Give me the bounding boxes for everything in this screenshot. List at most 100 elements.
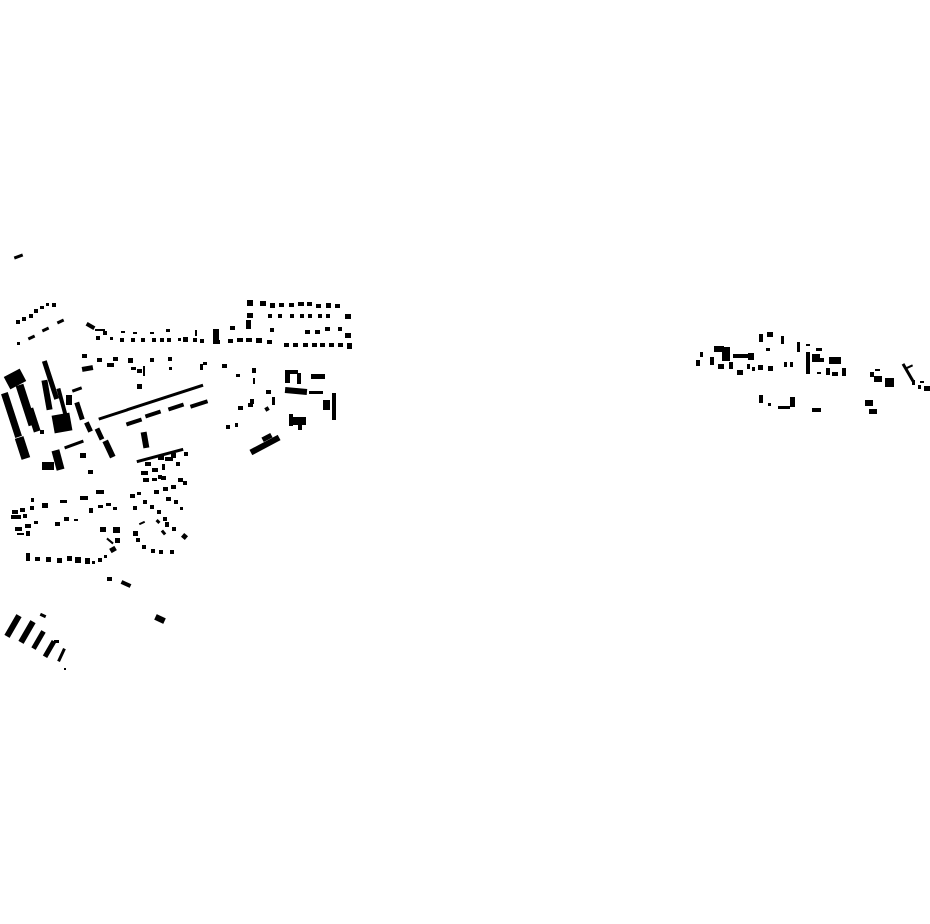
building-footprint <box>345 333 351 338</box>
building-footprint <box>161 476 166 480</box>
building-footprint <box>266 390 271 394</box>
building-footprint <box>142 545 146 549</box>
building-footprint <box>46 303 49 306</box>
building-footprint <box>14 436 31 460</box>
building-footprint <box>183 337 188 342</box>
building-footprint <box>27 334 36 341</box>
building-footprint <box>714 346 724 352</box>
building-footprint <box>98 505 103 508</box>
building-footprint <box>96 490 104 494</box>
building-footprint <box>159 550 163 554</box>
building-footprint <box>17 342 20 345</box>
building-footprint <box>163 487 168 491</box>
building-footprint <box>133 332 137 334</box>
building-footprint <box>66 395 72 405</box>
building-footprint <box>137 492 141 495</box>
building-footprint <box>82 354 87 358</box>
building-footprint <box>85 322 96 330</box>
building-footprint <box>752 367 755 371</box>
building-footprint <box>13 253 24 260</box>
building-footprint <box>94 427 105 441</box>
building-footprint <box>67 556 72 561</box>
building-footprint <box>17 533 24 535</box>
building-footprint <box>797 342 800 352</box>
building-footprint <box>264 406 270 412</box>
building-footprint <box>345 314 351 319</box>
building-footprint <box>816 348 822 351</box>
building-footprint <box>326 314 330 318</box>
building-footprint <box>729 362 733 369</box>
building-footprint <box>918 385 921 389</box>
building-footprint <box>172 527 176 531</box>
building-footprint <box>305 330 310 334</box>
building-footprint <box>171 485 176 489</box>
building-footprint <box>55 522 60 526</box>
building-footprint <box>874 376 882 382</box>
building-footprint <box>107 577 112 581</box>
building-footprint <box>26 553 30 561</box>
building-footprint <box>51 449 65 471</box>
building-footprint <box>252 368 256 373</box>
building-footprint <box>143 500 147 504</box>
building-footprint <box>297 373 301 384</box>
building-footprint <box>56 387 68 417</box>
building-footprint <box>64 668 66 670</box>
building-footprint <box>166 329 170 332</box>
building-footprint <box>152 478 157 481</box>
building-footprint <box>3 368 27 390</box>
building-footprint <box>41 326 50 333</box>
building-footprint <box>806 344 810 346</box>
building-footprint <box>85 558 90 564</box>
building-footprint <box>29 314 33 318</box>
building-footprint <box>141 338 145 342</box>
building-footprint <box>152 468 158 472</box>
building-footprint <box>213 329 219 344</box>
building-footprint <box>870 372 874 377</box>
building-footprint <box>162 464 165 470</box>
building-footprint <box>137 384 142 389</box>
building-footprint <box>311 374 325 379</box>
building-footprint <box>113 507 117 510</box>
building-footprint <box>842 368 846 376</box>
building-footprint <box>131 367 136 370</box>
building-footprint <box>30 506 34 510</box>
building-footprint <box>107 363 114 367</box>
building-footprint <box>236 374 240 377</box>
building-footprint <box>246 320 251 329</box>
building-footprint <box>748 353 754 360</box>
building-footprint <box>115 538 120 543</box>
building-footprint <box>747 364 750 369</box>
building-footprint <box>39 612 47 619</box>
building-footprint <box>180 507 183 510</box>
building-footprint <box>165 522 169 527</box>
building-footprint <box>31 630 46 650</box>
building-footprint <box>40 306 44 309</box>
building-footprint <box>154 614 166 624</box>
building-footprint <box>278 314 282 318</box>
building-footprint <box>167 338 171 342</box>
building-footprint <box>253 378 255 384</box>
building-footprint <box>84 421 93 433</box>
building-footprint <box>237 338 243 342</box>
building-footprint <box>247 313 253 318</box>
building-footprint <box>189 399 209 409</box>
building-footprint <box>171 453 176 458</box>
building-footprint <box>768 403 771 406</box>
building-footprint <box>137 369 142 373</box>
building-footprint <box>812 354 820 362</box>
building-footprint <box>42 639 57 659</box>
building-footprint <box>166 497 171 501</box>
building-footprint <box>781 336 784 344</box>
building-footprint <box>88 470 93 474</box>
building-footprint <box>200 339 204 343</box>
building-footprint <box>136 538 140 542</box>
building-footprint <box>216 340 220 344</box>
building-footprint <box>150 358 154 362</box>
building-footprint <box>924 386 930 391</box>
building-footprint <box>41 379 53 411</box>
building-footprint <box>784 362 787 367</box>
building-footprint <box>901 363 915 382</box>
building-footprint <box>261 432 273 443</box>
building-footprint <box>817 372 821 374</box>
